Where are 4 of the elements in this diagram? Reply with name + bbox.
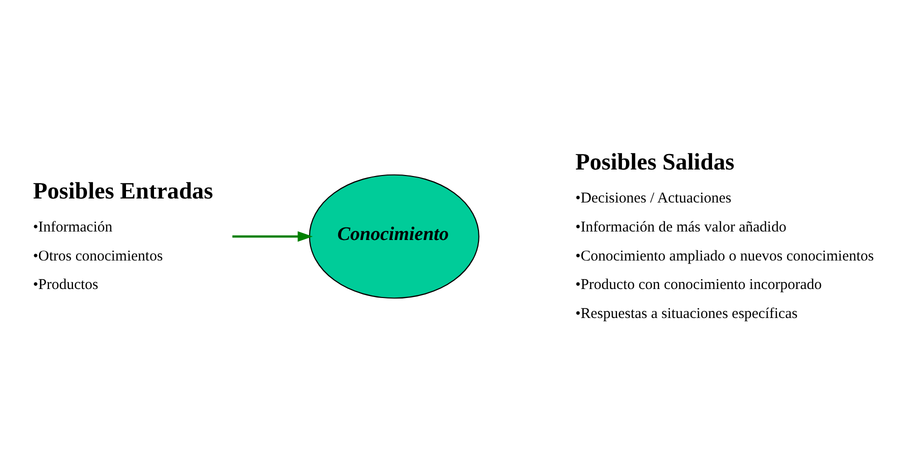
node-ellipse: Conocimiento xyxy=(308,174,480,298)
node-text: Posibles Salidas •Decisiones / Actuaciones •Información de más valor añadido •Conocimiento ampliado o nuevos conocimientos •Producto con conocimiento incorporado •Respuestas a situaciones específicas xyxy=(575,149,874,322)
node-text: Posibles Entradas •Información •Otros conocimientos •Productos xyxy=(33,178,214,293)
arrow xyxy=(232,230,313,242)
